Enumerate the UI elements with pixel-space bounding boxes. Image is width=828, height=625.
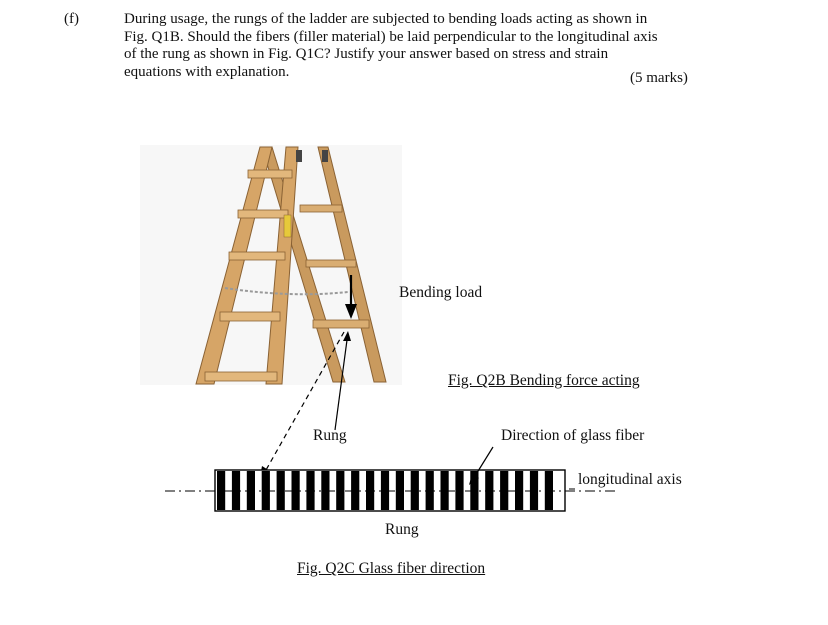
- ladder-image: [140, 145, 402, 385]
- longitudinal-axis-label: longitudinal axis: [578, 471, 682, 488]
- fiber-direction-label: Direction of glass fiber: [501, 427, 645, 444]
- question-text: During usage, the rungs of the ladder ar…: [124, 11, 722, 81]
- fiber-direction-arrow: [469, 446, 494, 485]
- marks-label: (5 marks): [630, 70, 688, 86]
- fiber-stripe: [217, 471, 226, 510]
- fiber-stripe: [291, 471, 300, 510]
- figure-c-caption: Fig. Q2C Glass fiber direction: [297, 560, 486, 577]
- rung-pointer-arrow: [334, 331, 351, 431]
- bending-load-label: Bending load: [399, 284, 483, 301]
- figure-b-caption: Fig. Q2B Bending force acting: [448, 372, 640, 389]
- fiber-stripe: [440, 471, 449, 510]
- question-line: During usage, the rungs of the ladder ar…: [124, 11, 648, 27]
- bending-load-arrow: [345, 275, 357, 319]
- fiber-stripe: [351, 471, 360, 510]
- rung-label-bottom: Rung: [385, 521, 419, 538]
- question-line: of the rung as shown in Fig. Q1C? Justif…: [124, 46, 609, 63]
- rung-label-top: Rung: [313, 427, 347, 444]
- question-line: equations with explanation.: [124, 63, 290, 80]
- fiber-stripe: [500, 471, 509, 510]
- fiber-stripe: [231, 471, 241, 510]
- question-label: (f): [64, 11, 79, 27]
- question-line: Fig. Q1B. Should the fibers (filler mate…: [124, 28, 658, 45]
